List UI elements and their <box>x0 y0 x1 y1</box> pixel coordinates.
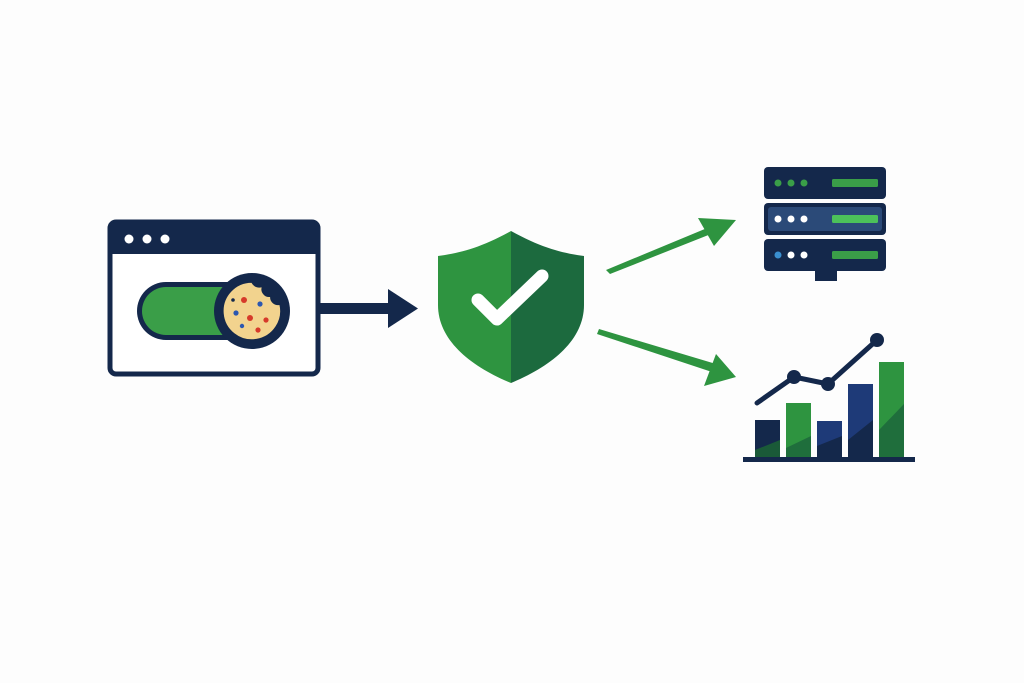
trend-point <box>787 370 801 384</box>
chart-bar <box>817 421 842 457</box>
trend-point <box>870 333 884 347</box>
shield-check-icon <box>438 231 584 383</box>
chart-bar <box>848 384 873 457</box>
server-rack-icon <box>764 167 886 281</box>
server-unit <box>764 203 886 235</box>
chart-bar <box>879 362 904 457</box>
window-dot-icon <box>142 234 152 244</box>
trend-line <box>754 337 880 406</box>
server-unit <box>764 167 886 199</box>
window-dot-icon <box>124 234 134 244</box>
server-stand <box>815 271 837 281</box>
checkmark-icon <box>471 269 549 326</box>
cookie-icon <box>222 281 282 341</box>
bar-line-chart-icon <box>743 333 915 462</box>
chart-baseline <box>743 457 915 462</box>
chart-bar <box>755 420 780 457</box>
arrow-down-right-icon <box>597 329 736 386</box>
chart-bar <box>786 403 811 457</box>
arrow-right-icon <box>318 289 418 328</box>
trend-point <box>821 377 835 391</box>
server-unit <box>764 239 886 271</box>
window-dot-icon <box>160 234 170 244</box>
cookie-toggle-switch[interactable] <box>137 273 290 349</box>
arrow-up-right-icon <box>606 218 736 274</box>
